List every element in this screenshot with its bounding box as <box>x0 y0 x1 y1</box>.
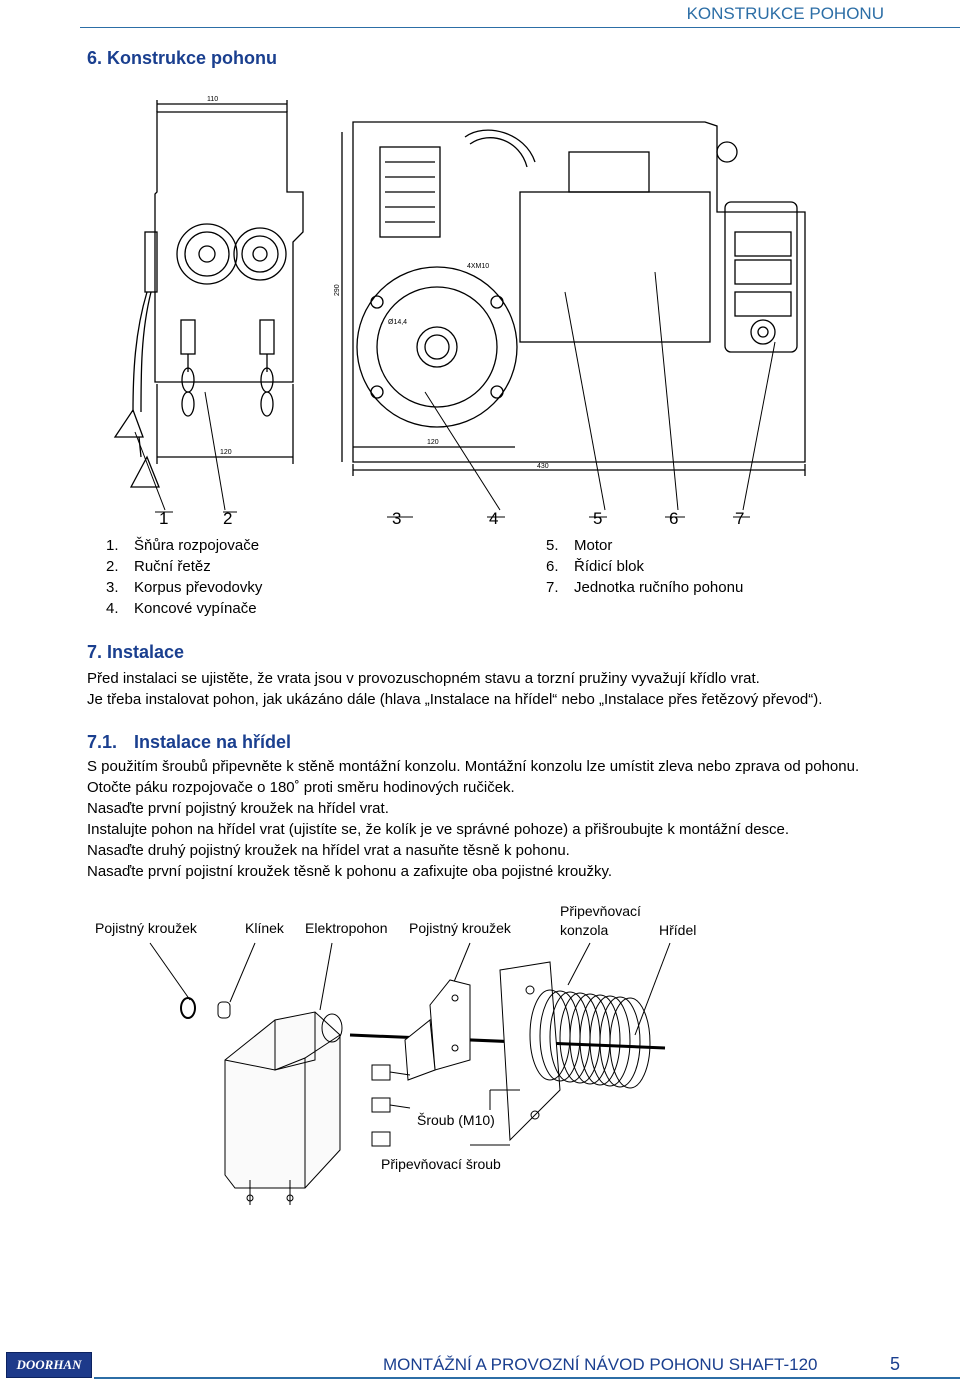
label-bolt-m10: Šroub (M10) <box>417 1112 495 1128</box>
step-line: Nasaďte druhý pojistný kroužek na hřídel… <box>87 842 570 859</box>
label-shaft: Hřídel <box>659 922 697 938</box>
legend-left: 1.Šňůra rozpojovače 2.Ruční řetěz 3.Korp… <box>106 535 262 619</box>
dim-label: 120 <box>427 439 439 446</box>
footer-title: MONTÁŽNÍ A PROVOZNÍ NÁVOD POHONU SHAFT-1… <box>383 1355 818 1374</box>
legend-item: 4.Koncové vypínače <box>106 600 257 617</box>
section-7-1-heading: 7.1. Instalace na hřídel <box>87 732 291 753</box>
drive-technical-drawing: 110 120 120 430 4XM10 Ø14,4 290 1 2 3 4 … <box>113 96 806 528</box>
section-7-heading: 7. Instalace <box>87 642 185 662</box>
step-line: Nasaďte první pojistný kroužek na hřídel… <box>87 800 389 817</box>
legend-item: 1.Šňůra rozpojovače <box>106 537 260 554</box>
label-drive: Elektropohon <box>305 920 388 936</box>
footer-rule <box>94 1377 960 1379</box>
callout-2: 2 <box>223 509 232 528</box>
step-line: Nasaďte první pojistní kroužek těsně k p… <box>87 863 613 880</box>
dim-label: 4XM10 <box>467 263 489 270</box>
label-bracket-line1: Připevňovací <box>560 903 641 919</box>
section-number: 7.1. <box>87 732 118 752</box>
page-number: 5 <box>890 1354 901 1374</box>
legend-item: 2.Ruční řetěz <box>106 558 211 575</box>
label-mount-bolt: Připevňovací šroub <box>381 1156 501 1172</box>
assembly-diagram <box>149 942 671 1205</box>
dim-label: 290 <box>334 284 341 296</box>
step-line: Instalujte pohon na hřídel vrat (ujistít… <box>87 821 790 838</box>
legend-right: 5.Motor 6.Řídicí blok 7.Jednotka ručního… <box>546 535 743 598</box>
section-title: Instalace na hřídel <box>134 732 292 752</box>
dim-label: 120 <box>220 449 232 456</box>
label-key: Klínek <box>245 920 284 936</box>
label-ring-2: Pojistný kroužek <box>409 920 511 936</box>
dim-label: Ø14,4 <box>388 319 407 326</box>
legend-item: 7.Jednotka ručního pohonu <box>546 579 744 596</box>
dim-label: 110 <box>207 96 218 103</box>
paragraph: Je třeba instalovat pohon, jak ukázáno d… <box>87 691 823 708</box>
header-rule <box>80 27 960 28</box>
callout-6: 6 <box>669 509 678 528</box>
label-ring-1: Pojistný kroužek <box>95 920 197 936</box>
dim-label: 430 <box>537 463 549 470</box>
callout-3: 3 <box>392 509 401 528</box>
paragraph: Před instalaci se ujistěte, že vrata jso… <box>87 670 760 687</box>
doorhan-logo: DOORHAN <box>6 1352 92 1378</box>
legend-item: 6.Řídicí blok <box>546 558 645 575</box>
callout-1: 1 <box>159 509 168 528</box>
step-line: S použitím šroubů připevněte k stěně mon… <box>87 758 860 775</box>
legend-item: 3.Korpus převodovky <box>106 579 263 596</box>
logo-text: DOORHAN <box>16 1357 82 1372</box>
step-line: Otočte páku rozpojovače o 180˚ proti smě… <box>87 779 515 796</box>
callout-5: 5 <box>593 509 602 528</box>
callout-7: 7 <box>735 509 744 528</box>
section-6-heading: 6. Konstrukce pohonu <box>87 48 278 68</box>
label-bracket-line2: konzola <box>560 922 609 938</box>
legend-item: 5.Motor <box>546 537 613 554</box>
callout-4: 4 <box>489 509 498 528</box>
running-header: KONSTRUKCE POHONU <box>686 4 884 23</box>
